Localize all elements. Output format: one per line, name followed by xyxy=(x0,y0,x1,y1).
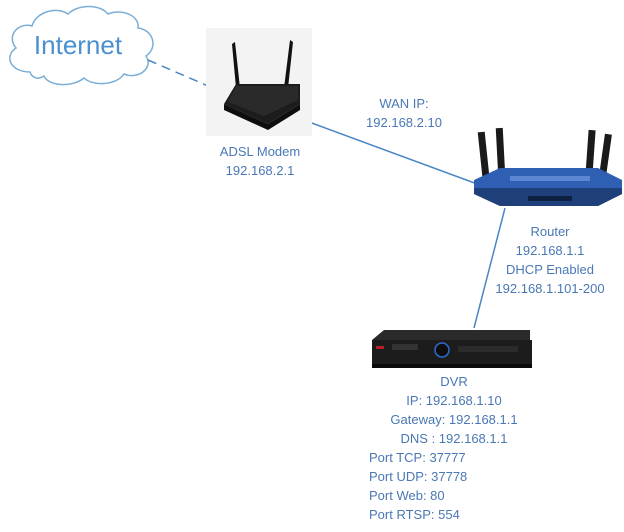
internet-label: Internet xyxy=(33,30,123,60)
router-dhcp: DHCP Enabled xyxy=(506,262,594,277)
dvr-gateway: Gateway: 192.168.1.1 xyxy=(390,412,518,427)
dvr-ip: IP: 192.168.1.10 xyxy=(406,393,502,408)
modem-ip: 192.168.2.1 xyxy=(225,163,295,178)
dvr-port-rtsp: Port RTSP: 554 xyxy=(369,507,460,522)
router-ip: 192.168.1.1 xyxy=(515,243,585,258)
dvr-port-web: Port Web: 80 xyxy=(369,488,445,503)
dvr-label: DVR IP: 192.168.1.10 Gateway: 192.168.1.… xyxy=(364,372,544,448)
modem-label: ADSL Modem 192.168.2.1 xyxy=(196,142,324,180)
wan-ip-value: 192.168.2.10 xyxy=(366,115,442,130)
internet-cloud xyxy=(9,5,154,86)
modem-router-link xyxy=(289,114,481,186)
router-dhcp-range: 192.168.1.101-200 xyxy=(495,281,605,296)
wan-label: WAN IP: 192.168.2.10 xyxy=(340,94,468,132)
dvr-port-udp: Port UDP: 37778 xyxy=(369,469,468,484)
router-dvr-link xyxy=(473,207,506,329)
dvr-ports-list: Port TCP: 37777 Port UDP: 37778 Port Web… xyxy=(369,448,467,524)
wan-ip-title: WAN IP: xyxy=(379,96,429,111)
dvr-port-tcp: Port TCP: 37777 xyxy=(369,450,466,465)
modem-name: ADSL Modem xyxy=(219,144,301,159)
modem-device-icon xyxy=(206,28,312,136)
router-device-icon xyxy=(474,127,622,206)
dvr-name: DVR xyxy=(440,374,468,389)
router-name: Router xyxy=(530,224,570,239)
dvr-dns: DNS : 192.168.1.1 xyxy=(400,431,508,446)
dvr-device-icon xyxy=(372,330,532,368)
router-label: Router 192.168.1.1 DHCP Enabled 192.168.… xyxy=(470,222,624,298)
